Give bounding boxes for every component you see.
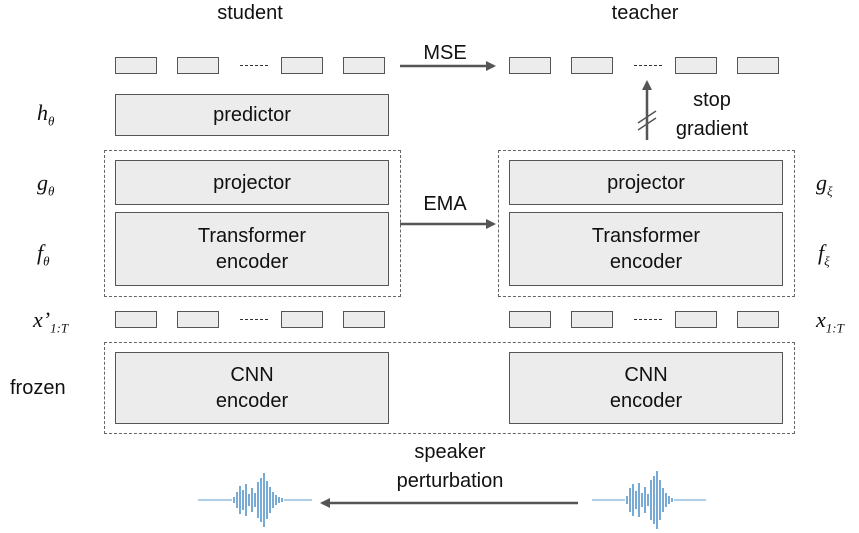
student-output-tokens <box>115 57 389 74</box>
teacher-header: teacher <box>611 2 679 24</box>
ellipsis-dash <box>240 65 268 66</box>
teacher-trainable-group <box>498 150 795 297</box>
mse-label: MSE <box>423 42 467 64</box>
speaker-label: speaker <box>414 441 486 463</box>
student-transformer-encoder: Transformer encoder <box>115 212 389 286</box>
encoder-label: encoder <box>215 251 289 273</box>
token <box>281 57 323 74</box>
g-theta-symbol: gθ <box>37 170 55 199</box>
h-theta-symbol: hθ <box>37 100 55 129</box>
token <box>115 57 157 74</box>
audio-waveform-icon <box>198 473 312 527</box>
student-input-tokens <box>115 311 389 328</box>
teacher-output-tokens <box>509 57 783 74</box>
f-theta-symbol: fθ <box>37 240 50 269</box>
token <box>737 311 779 328</box>
x-symbol: x1:T <box>816 307 844 336</box>
token <box>115 311 157 328</box>
x-prime-symbol: x’1:T <box>33 307 69 336</box>
cnn-label: CNN <box>624 364 668 386</box>
transformer-label: Transformer <box>197 225 307 247</box>
teacher-cnn-encoder: CNN encoder <box>509 352 783 424</box>
projector-label: projector <box>607 171 685 194</box>
stop-gradient-slash-2 <box>637 117 657 131</box>
stop-gradient-label: stop gradient <box>662 86 762 144</box>
token <box>675 311 717 328</box>
transformer-label: Transformer <box>591 225 701 247</box>
ellipsis-dash <box>634 319 662 320</box>
token <box>675 57 717 74</box>
encoder-label: encoder <box>609 390 683 412</box>
token <box>343 57 385 74</box>
encoder-label: encoder <box>609 251 683 273</box>
stop-gradient-slash-1 <box>637 110 657 124</box>
ellipsis-dash <box>240 319 268 320</box>
student-projector: projector <box>115 160 389 205</box>
token <box>177 311 219 328</box>
token <box>509 57 551 74</box>
speaker-perturbation-label: speaker perturbation <box>370 438 530 496</box>
teacher-transformer-encoder: Transformer encoder <box>509 212 783 286</box>
g-xi-symbol: gξ <box>816 170 833 199</box>
token <box>571 311 613 328</box>
frozen-cnn-group <box>104 342 795 434</box>
ellipsis-dash <box>634 65 662 66</box>
gradient-label: gradient <box>675 118 749 140</box>
student-cnn-encoder: CNN encoder <box>115 352 389 424</box>
audio-waveform-icon <box>592 471 706 529</box>
f-xi-symbol: fξ <box>818 240 830 269</box>
student-header: student <box>217 2 283 24</box>
frozen-label: frozen <box>10 377 66 399</box>
predictor-label: predictor <box>213 104 291 126</box>
ema-label: EMA <box>423 193 467 215</box>
teacher-projector: projector <box>509 160 783 205</box>
token <box>281 311 323 328</box>
perturbation-label: perturbation <box>396 470 504 492</box>
encoder-label: encoder <box>215 390 289 412</box>
stop-label: stop <box>693 89 731 111</box>
student-predictor: predictor <box>115 94 389 136</box>
token <box>343 311 385 328</box>
token <box>177 57 219 74</box>
projector-label: projector <box>213 171 291 194</box>
token <box>509 311 551 328</box>
token <box>737 57 779 74</box>
cnn-label: CNN <box>230 364 274 386</box>
token <box>571 57 613 74</box>
teacher-input-tokens <box>509 311 783 328</box>
